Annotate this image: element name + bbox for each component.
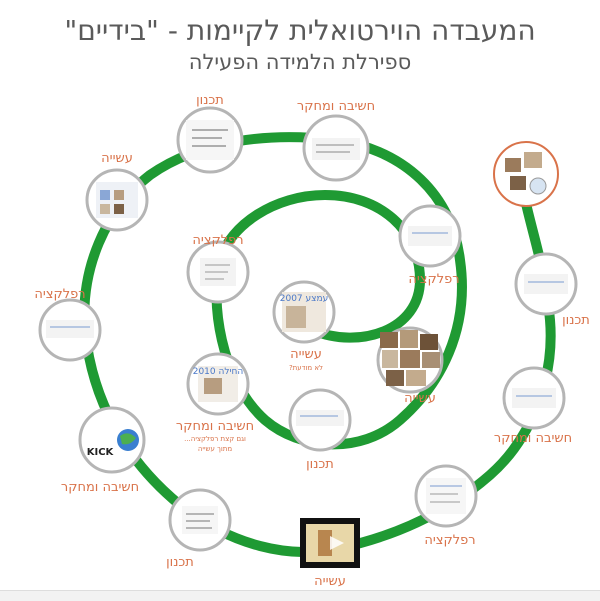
bottom-toolbar bbox=[0, 590, 600, 601]
node-label: עשייה bbox=[314, 574, 346, 589]
spiral-path bbox=[79, 132, 556, 558]
node-outer-reflection[interactable]: רפלקציה bbox=[414, 464, 478, 548]
node-label: חשיבה ומחקר bbox=[494, 431, 572, 446]
node-label: תכנון bbox=[562, 313, 590, 328]
play-icon bbox=[330, 536, 344, 550]
page-title: המעבדה הוירטואלית לקיימות - "בידיים" bbox=[64, 14, 536, 47]
node-label: עשייה bbox=[101, 151, 133, 166]
node-label: חשיבה ומחקר bbox=[176, 419, 254, 434]
node-note: וגם קצת רפלקציה... bbox=[184, 435, 246, 443]
node-label: רפלקציה bbox=[424, 533, 475, 548]
node-label: רפלקציה bbox=[408, 272, 459, 287]
node-inner-thinking[interactable]: 2010 החילה חשיבה ומחקר וגם קצת רפלקציה..… bbox=[176, 352, 254, 453]
node-video-doing[interactable]: עשייה bbox=[300, 518, 360, 589]
thumb-caption: 2007 עמצע bbox=[280, 294, 329, 304]
node-reflection-left[interactable]: רפלקציה bbox=[34, 287, 102, 362]
node-outer-thinking[interactable]: חשיבה ומחקר bbox=[494, 366, 572, 446]
node-thinking-top[interactable]: חשיבה ומחקר bbox=[297, 99, 375, 182]
node-label: תכנון bbox=[196, 93, 224, 108]
node-label: רפלקציה bbox=[192, 233, 243, 248]
node-note: לא מודעת? bbox=[289, 364, 323, 372]
page-subtitle: ספירלת הלמידה הפעילה bbox=[188, 50, 412, 74]
node-label: תכנון bbox=[306, 457, 334, 472]
node-label: תכנון bbox=[166, 555, 194, 570]
node-inner-planning[interactable]: תכנון bbox=[288, 388, 352, 472]
node-label: עשייה bbox=[404, 391, 436, 406]
node-planning-bottom[interactable]: תכנון bbox=[166, 488, 232, 570]
node-outer-planning[interactable]: תכנון bbox=[514, 252, 590, 328]
node-doing-left[interactable]: עשייה bbox=[85, 151, 149, 232]
node-label: רפלקציה bbox=[34, 287, 85, 302]
node-inner-doing[interactable]: 2007 עמצע עשייה לא מודעת? bbox=[272, 280, 336, 372]
node-thinking-lower-left[interactable]: KICK חשיבה ומחקר bbox=[61, 406, 146, 495]
thumb-caption: KICK bbox=[87, 447, 115, 458]
node-label: עשייה bbox=[290, 347, 322, 362]
node-end-photos[interactable] bbox=[493, 141, 559, 207]
thumb-caption: 2010 החילה bbox=[193, 367, 244, 377]
node-label: חשיבה ומחקר bbox=[61, 480, 139, 495]
node-label: חשיבה ומחקר bbox=[297, 99, 375, 114]
node-collage-doing[interactable]: עשייה bbox=[376, 326, 444, 406]
node-note: מתוך עשייה bbox=[198, 445, 233, 453]
node-planning-top[interactable]: תכנון bbox=[176, 93, 244, 174]
node-reflection-right[interactable]: רפלקציה bbox=[398, 204, 462, 287]
node-inner-reflection[interactable]: רפלקציה bbox=[186, 233, 250, 304]
